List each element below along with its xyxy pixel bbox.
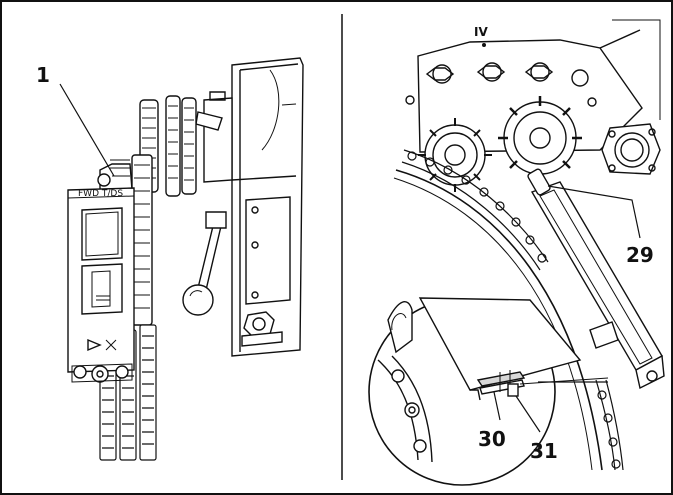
callout-29: 29 <box>626 243 654 267</box>
curved-drum <box>395 169 603 471</box>
housing-plate <box>231 57 304 357</box>
callout-31: 31 <box>530 439 558 463</box>
sprocket-left <box>418 118 492 192</box>
flange-bearing <box>601 123 661 175</box>
tensioner-housing: FWD T/DS <box>67 187 135 383</box>
detail-inset <box>368 297 582 486</box>
sprocket-center <box>498 96 582 180</box>
callout-1-leader <box>59 83 115 177</box>
bolt-hex <box>243 311 275 337</box>
tensioner-rail <box>527 168 665 390</box>
callout-30: 30 <box>478 427 506 451</box>
left-panel: FWD T/DS <box>59 57 304 461</box>
lever-knob <box>182 284 214 316</box>
callout-31-leader <box>515 395 541 433</box>
roman-numeral-label: IV <box>474 25 488 39</box>
roller-chain <box>401 149 624 471</box>
callout-30-leader <box>493 391 501 421</box>
svg-text:FWD T/DS: FWD T/DS <box>78 189 123 199</box>
right-panel <box>368 19 665 486</box>
hex-bolts <box>425 62 589 87</box>
callout-29-leader <box>547 185 641 239</box>
callout-1: 1 <box>36 63 50 87</box>
